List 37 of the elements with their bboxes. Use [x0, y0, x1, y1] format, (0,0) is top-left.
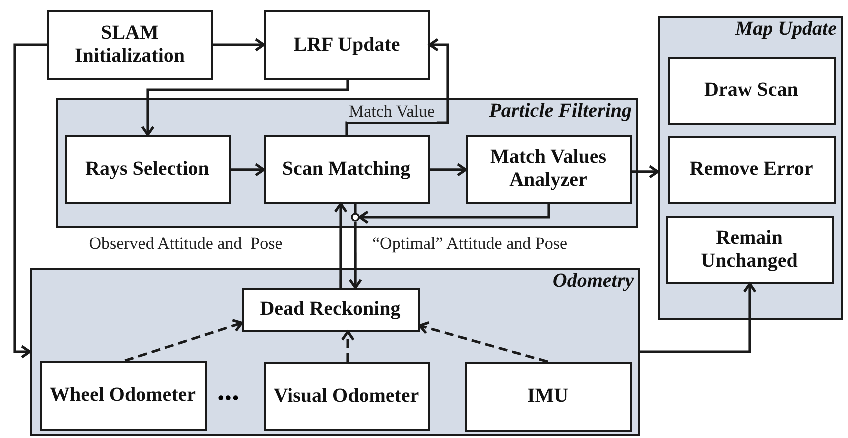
group-title: Particle Filtering — [489, 100, 632, 123]
arrow — [632, 165, 660, 179]
group-panel — [30, 268, 640, 436]
process-box: Visual Odometer — [264, 362, 430, 430]
group-title: Map Update — [735, 18, 837, 41]
arrow — [14, 44, 47, 359]
edge-label: “Optimal” Attitude and Pose — [370, 234, 570, 254]
process-box: Rays Selection — [64, 134, 230, 204]
arrow — [358, 204, 550, 224]
process-box: Draw Scan — [668, 56, 836, 124]
process-box: Remain Unchanged — [666, 216, 834, 284]
arrow — [141, 80, 350, 136]
process-box: Wheel Odometer — [40, 360, 206, 430]
ellipsis-text: ••• — [218, 388, 240, 409]
process-box: Scan Matching — [264, 134, 430, 204]
arrow — [430, 163, 468, 177]
process-box: LRF Update — [264, 10, 430, 80]
process-box: IMU — [464, 362, 632, 432]
arrow — [213, 38, 266, 52]
junction-circle — [350, 212, 360, 222]
arrow — [231, 163, 266, 177]
arrow — [640, 282, 757, 354]
arrow — [346, 38, 450, 135]
group-title: Odometry — [552, 270, 634, 293]
dashed-arrow — [124, 319, 244, 362]
process-box: SLAM Initialization — [47, 10, 213, 80]
process-box: Remove Error — [668, 136, 836, 204]
process-box: Dead Reckoning — [242, 288, 420, 332]
process-box: Match Values Analyzer — [466, 134, 632, 204]
dashed-arrow — [341, 330, 355, 362]
arrow — [348, 222, 362, 290]
dashed-arrow — [418, 321, 548, 364]
group-panel — [658, 16, 843, 320]
edge-label: Match Value — [346, 102, 438, 122]
group-panel — [56, 98, 638, 228]
connector-line — [354, 204, 357, 213]
arrow — [334, 202, 348, 288]
